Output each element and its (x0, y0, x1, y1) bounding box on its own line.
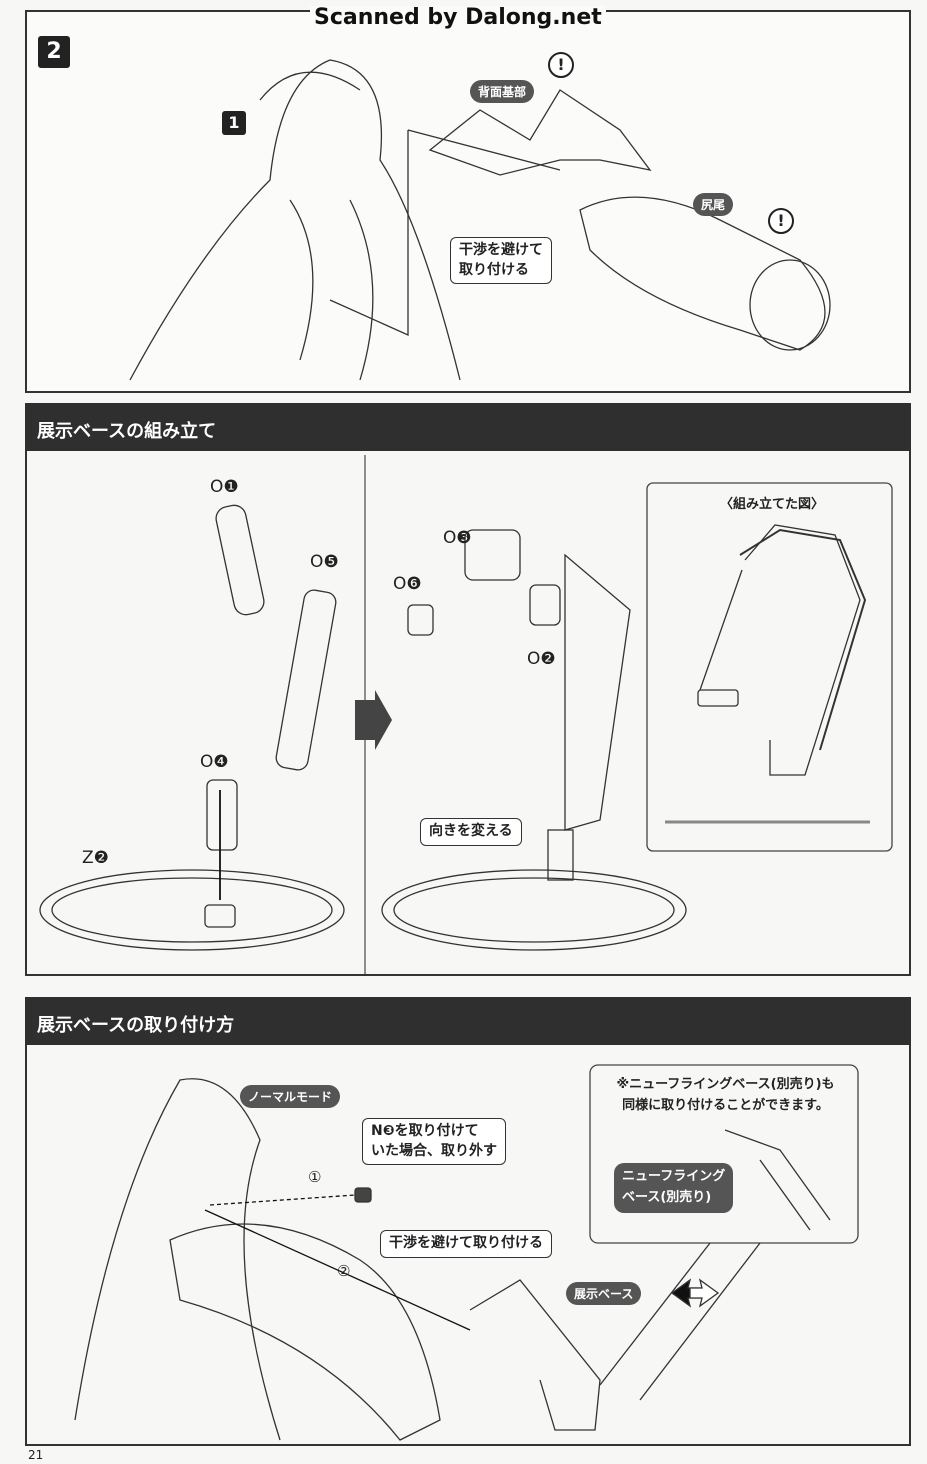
long-arm-part (275, 589, 337, 771)
section-header-assembly: 展示ベースの組み立て (25, 403, 911, 451)
page-number: 21 (28, 1448, 44, 1462)
part-o6: O❻ (393, 574, 422, 594)
step-b-marker: ② (337, 1262, 351, 1280)
assembly-panel (25, 451, 911, 976)
attach-panel (25, 1044, 911, 1446)
note-line: 同様に取り付けることができます。 (622, 1097, 829, 1113)
tail-part (579, 196, 826, 351)
arm-part (215, 504, 265, 616)
label-tail: 尻尾 (693, 193, 734, 216)
turn-direction-bubble: 向きを変える (420, 818, 522, 846)
badge-normal-mode: ノーマルモード (240, 1085, 341, 1108)
badge-display-base: 展示ベース (566, 1282, 642, 1305)
part-o2: O❷ (527, 649, 556, 669)
part-z2: Z❷ (82, 848, 109, 868)
flying-base-note: ※ニューフライングベース(別売り)も 同様に取り付けることができます。 (598, 1075, 853, 1117)
watermark: Scanned by Dalong.net (310, 6, 606, 30)
sub-step-number: 1 (222, 111, 246, 135)
remove-n3-bubble: N❸を取り付けていた場合、取り外す (362, 1118, 506, 1166)
step-number: 2 (38, 36, 70, 68)
part-o3: O❸ (443, 528, 472, 548)
caution-icon: ! (548, 52, 574, 78)
step-panel (25, 10, 911, 393)
avoid-interference-bubble: 干渉を避けて取り付ける (450, 237, 552, 285)
section-header-attach: 展示ベースの取り付け方 (25, 997, 911, 1045)
figure-illustration (129, 59, 461, 381)
wing-part (428, 89, 652, 176)
badge-line: ニューフライング (622, 1169, 726, 1184)
part-o4: O❹ (200, 752, 229, 772)
bubble-line: 干渉を避けて (459, 242, 543, 258)
badge-line: ベース(別売り) (622, 1189, 712, 1205)
caution-icon: ! (768, 208, 794, 234)
part-o5: O❺ (310, 552, 339, 572)
bubble-line: 取り付ける (459, 261, 529, 278)
inset-title: 〈組み立てた図〉 (720, 497, 825, 512)
bubble-line: N❸を取り付けて (371, 1123, 479, 1139)
arrow-right-icon (355, 690, 392, 750)
avoid-interference-bubble-2: 干渉を避けて取り付ける (380, 1230, 552, 1258)
step-a-marker: ① (308, 1168, 322, 1186)
label-back-base: 背面基部 (470, 80, 535, 103)
note-line: ※ニューフライングベース(別売り)も (616, 1077, 835, 1092)
badge-new-flying-base: ニューフライング ベース(別売り) (614, 1163, 734, 1213)
bubble-line: いた場合、取り外す (371, 1142, 497, 1159)
part-o1: O❶ (210, 477, 239, 497)
base-plate (39, 869, 345, 951)
